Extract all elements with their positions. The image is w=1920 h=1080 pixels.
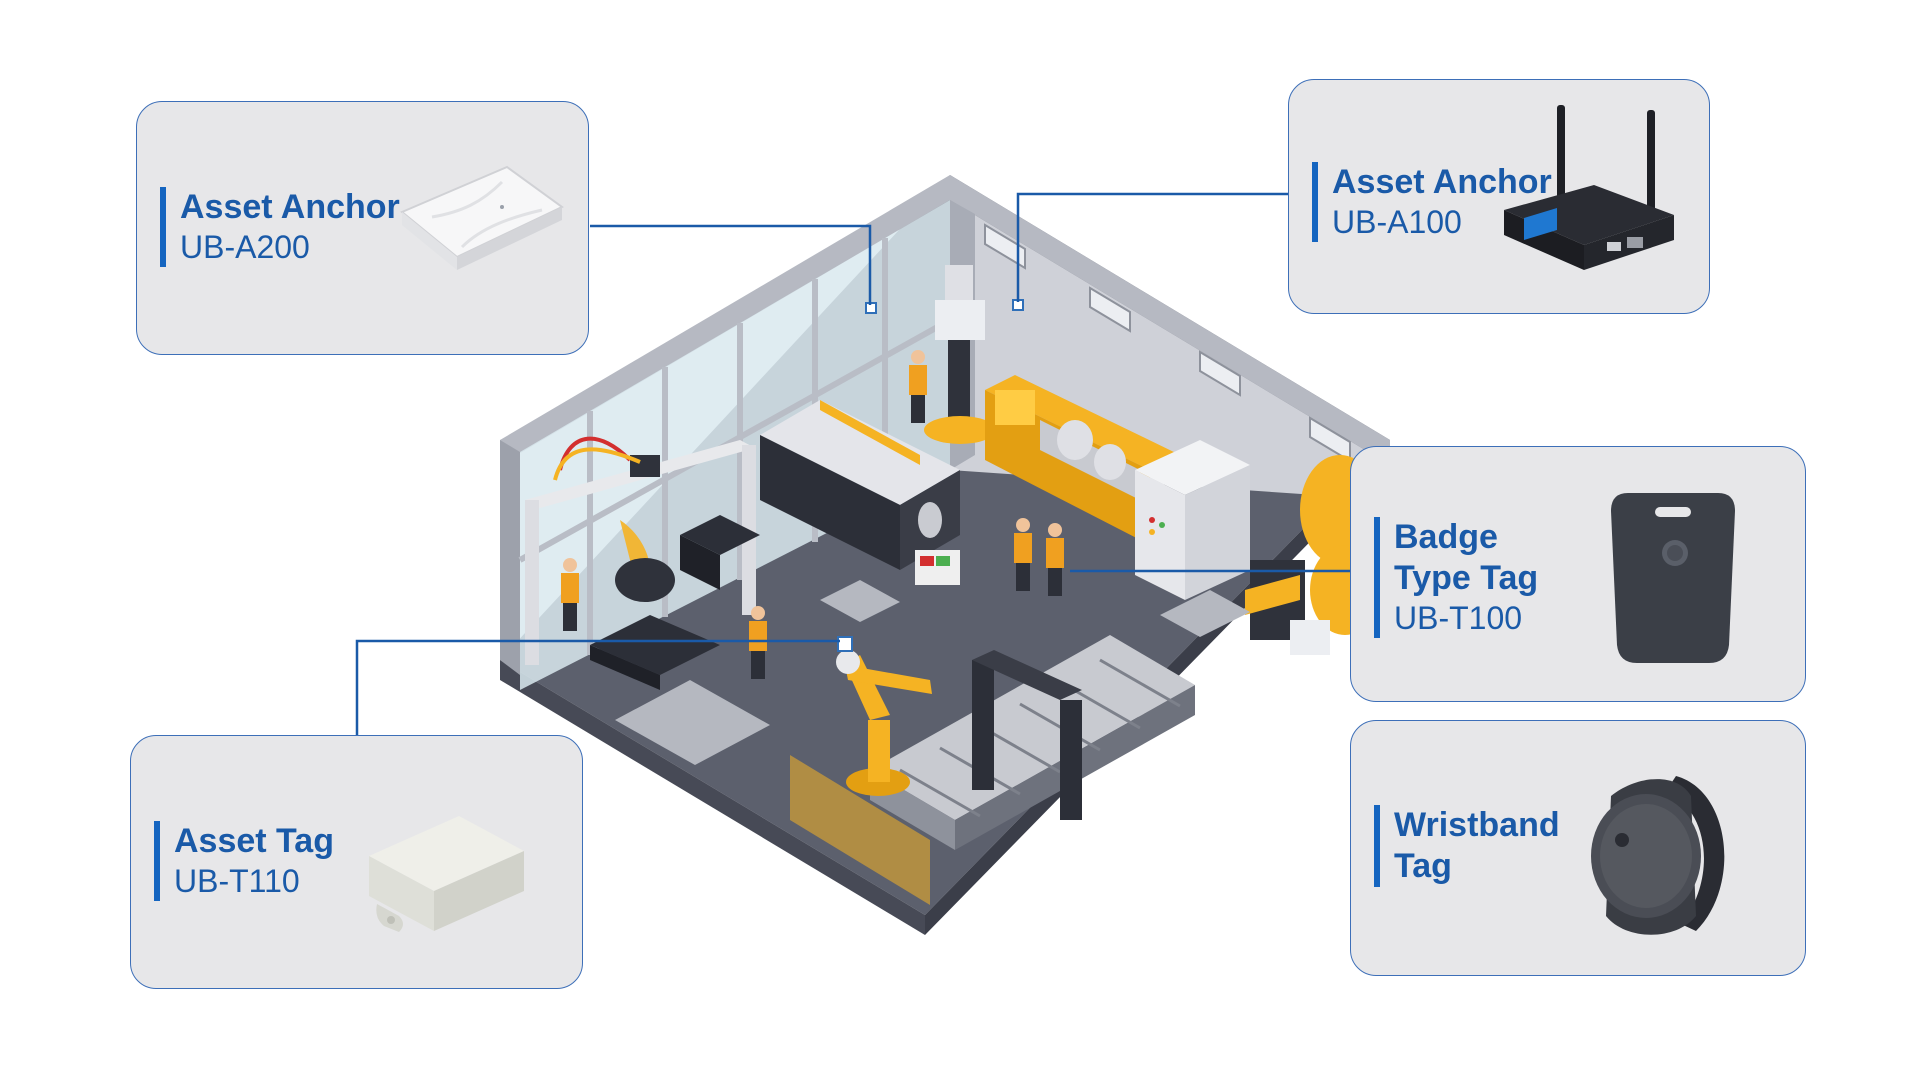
- ceiling-anchor-device-icon: [400, 165, 564, 270]
- router-anchor-device-icon: [1504, 105, 1674, 270]
- title-badge-tag: Badge Type Tag: [1394, 518, 1539, 597]
- model-badge-tag: UB-T100: [1394, 600, 1523, 636]
- pipe-stacks: [615, 580, 1250, 765]
- label-badge-tag: Badge Type Tag UB-T100: [1374, 517, 1538, 638]
- asset-tag-marker: [837, 636, 853, 652]
- model-anchor-a200: UB-A200: [180, 229, 310, 265]
- label-anchor-a200: Asset Anchor UB-A200: [160, 187, 400, 267]
- title-wristband-tag: Wristband Tag: [1394, 806, 1560, 885]
- control-cabinet: [1135, 440, 1250, 600]
- asset-tag-device-icon: [369, 816, 524, 932]
- winding-machine: [1245, 455, 1380, 655]
- title-asset-tag: Asset Tag: [174, 822, 334, 860]
- title-anchor-a100: Asset Anchor: [1332, 163, 1552, 201]
- card-badge-type-tag: Badge Type Tag UB-T100: [1350, 446, 1806, 702]
- conveyor-line: [870, 635, 1195, 850]
- model-asset-tag: UB-T110: [174, 863, 300, 899]
- connector-anchor-a100: [1016, 192, 1288, 302]
- robot-arm: [790, 650, 932, 905]
- badge-tag-device-icon: [1611, 493, 1735, 663]
- label-wristband-tag: Wristband Tag: [1374, 805, 1560, 887]
- workers: [561, 350, 1064, 679]
- title-anchor-a200: Asset Anchor: [180, 188, 400, 226]
- material-stacks: [590, 515, 760, 690]
- model-anchor-a100: UB-A100: [1332, 204, 1462, 240]
- label-anchor-a100: Asset Anchor UB-A100: [1312, 162, 1552, 242]
- connector-anchor-a200: [590, 224, 872, 305]
- connector-asset-tag: [355, 639, 840, 735]
- wristband-tag-device-icon: [1591, 776, 1725, 935]
- drill-press: [924, 265, 996, 444]
- card-asset-anchor-a200: Asset Anchor UB-A200: [136, 101, 589, 355]
- roller-machine: [760, 400, 960, 585]
- card-wristband-tag: Wristband Tag: [1350, 720, 1806, 976]
- connector-lines: [355, 192, 1370, 735]
- lathe-machine: [985, 375, 1180, 545]
- gantry-crane: [525, 436, 756, 665]
- card-asset-tag: Asset Tag UB-T110: [130, 735, 583, 989]
- label-asset-tag: Asset Tag UB-T110: [154, 821, 334, 901]
- card-asset-anchor-a100: Asset Anchor UB-A100: [1288, 79, 1710, 314]
